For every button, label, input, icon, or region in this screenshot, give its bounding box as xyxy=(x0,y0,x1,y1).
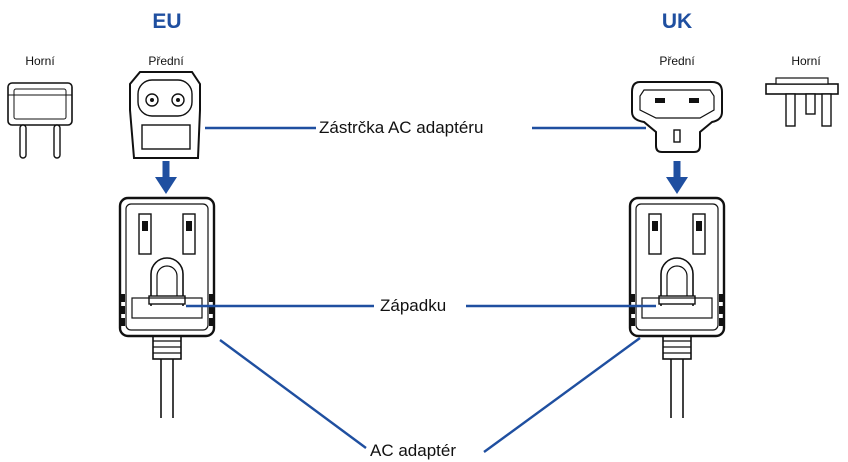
region-label-uk: UK xyxy=(661,10,693,33)
view-label-eu-top: Horní xyxy=(25,54,55,68)
view-label-eu-front: Přední xyxy=(148,54,184,68)
uk-plug-top-view xyxy=(765,77,839,127)
uk-adapter-body xyxy=(628,196,726,420)
region-label-eu: EU xyxy=(152,10,182,33)
eu-adapter-body xyxy=(118,196,216,420)
uk-plug-front-view xyxy=(631,81,723,153)
adapter-leader-left xyxy=(219,339,367,449)
adapter-leader-right xyxy=(483,337,641,453)
uk-insert-arrow-icon xyxy=(666,161,688,194)
eu-insert-arrow-icon xyxy=(155,161,177,194)
callout-adapter: AC adaptér xyxy=(367,441,459,461)
view-label-uk-top: Horní xyxy=(791,54,821,68)
eu-plug-top-view xyxy=(7,82,73,159)
callout-plug: Zástrčka AC adaptéru xyxy=(316,118,487,138)
callout-latch: Západku xyxy=(377,296,450,316)
eu-plug-front-view xyxy=(129,71,201,159)
view-label-uk-front: Přední xyxy=(659,54,695,68)
